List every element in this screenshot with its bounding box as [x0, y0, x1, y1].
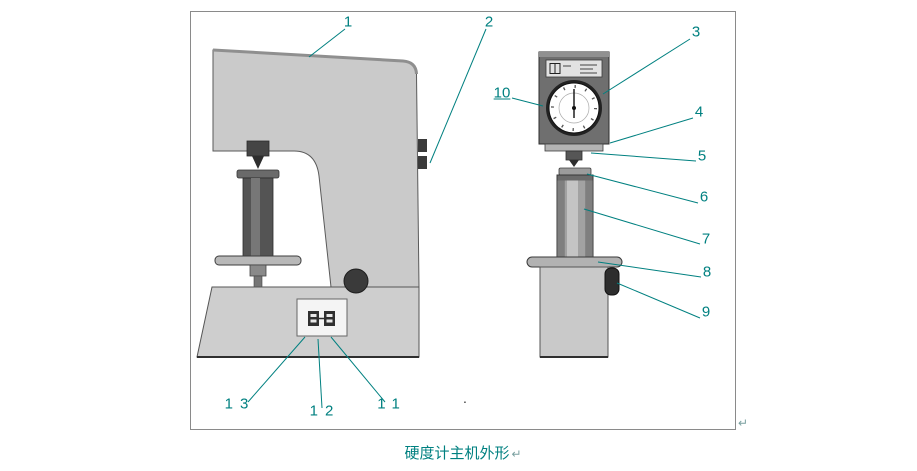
indenter-holder: [246, 140, 270, 157]
dial-tick-ring: [551, 85, 597, 131]
leader-line-4: [609, 117, 694, 144]
side-bracket-lower-icon: [418, 156, 427, 169]
leader-line-7: [583, 208, 701, 245]
display-panel: [545, 59, 603, 78]
leader-line-11: [330, 336, 386, 403]
paragraph-mark-frame: ↵: [738, 416, 749, 430]
indenter-tip: [252, 156, 264, 169]
leader-line-2: [429, 28, 487, 164]
head-top-face: [539, 52, 609, 57]
panel-switch-left-slot1: [310, 314, 317, 317]
panel-switch-right-slot2: [326, 319, 333, 323]
leader-line-6: [586, 173, 699, 204]
side-knob: [343, 268, 369, 294]
screw-shade-left: [557, 175, 565, 258]
leader-line-12: [317, 338, 323, 409]
front-base-column: [539, 266, 609, 358]
side-handle-knob: [604, 267, 620, 296]
front-anvil-flange: [558, 167, 592, 176]
leader-line-5: [590, 152, 697, 162]
anvil-table: [236, 169, 280, 179]
right-machine-front-view: [526, 51, 623, 358]
callout-9: 9: [701, 303, 711, 321]
callout-8: 8: [702, 263, 712, 281]
handwheel-hub: [249, 264, 267, 277]
callout-4: 4: [694, 103, 704, 121]
under-head-cap: [544, 143, 604, 152]
control-panel: [296, 298, 348, 337]
callout-3: 3: [691, 23, 701, 41]
callout-6: 6: [699, 188, 709, 206]
screw-lower-shaft: [253, 275, 263, 289]
dial-needle-hub: [572, 106, 576, 110]
leader-line-8: [597, 261, 702, 278]
figure-caption-text: 硬度计主机外形: [404, 445, 510, 462]
callout-7: 7: [701, 230, 711, 248]
screw-top-band: [557, 175, 593, 181]
callout-2: 2: [484, 13, 494, 31]
panel-switch-right-icon: [324, 311, 335, 326]
stray-period: .: [463, 390, 467, 406]
front-indenter-tip: [569, 160, 579, 167]
callout-10: 10: [493, 84, 511, 102]
callout-13: 13: [224, 395, 256, 413]
callout-1: 1: [343, 13, 353, 31]
handwheel-side: [214, 255, 302, 266]
paragraph-mark-caption: ↵: [511, 447, 522, 461]
screw-shade-right: [585, 175, 593, 258]
callout-5: 5: [697, 147, 707, 165]
leader-lines: [247, 28, 702, 409]
leader-line-9: [616, 282, 701, 319]
panel-switch-right-slot1: [326, 314, 333, 317]
figure-caption: 硬度计主机外形↵: [190, 442, 736, 463]
screw-highlight-center: [567, 175, 578, 258]
leader-line-3: [602, 38, 691, 95]
body-top-face: [212, 48, 418, 75]
left-machine-side-view: [196, 48, 427, 358]
leader-line-1: [308, 28, 346, 58]
side-bracket-upper-icon: [418, 139, 427, 152]
leader-line-13: [247, 336, 306, 403]
front-indenter: [565, 150, 583, 161]
callout-12: 12: [309, 402, 341, 420]
panel-switch-left-slot2: [310, 319, 317, 323]
leader-line-10: [511, 97, 544, 107]
panel-switch-left-icon: [308, 311, 319, 326]
callout-11: 11: [377, 395, 407, 413]
front-handwheel: [526, 256, 623, 268]
elevating-screw-highlight: [251, 178, 260, 256]
